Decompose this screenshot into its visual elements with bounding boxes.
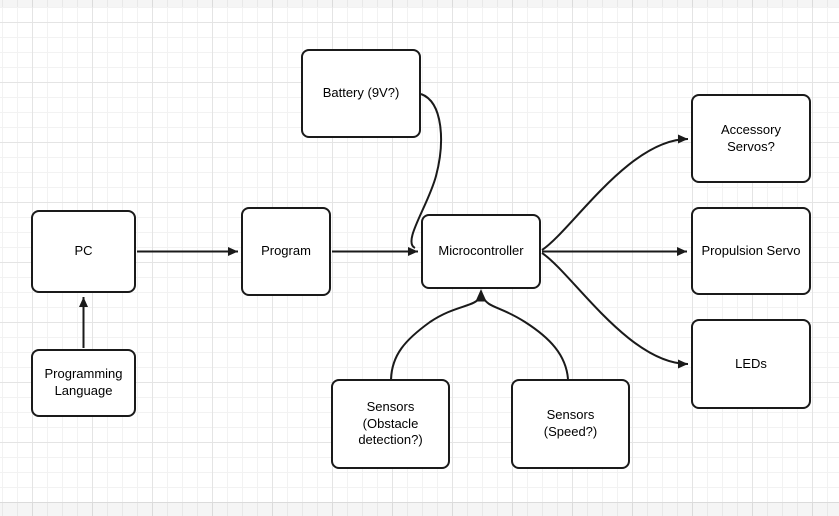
node-leds-label: LEDs [735,355,767,371]
node-pc-label: PC [74,243,93,259]
page-edge-bottom [0,502,839,516]
node-program[interactable]: Program [241,207,331,296]
node-propulsion-servo-label: Propulsion Servo [701,242,801,258]
node-battery-label: Battery (9V?) [322,85,400,101]
node-sensors-speed[interactable]: Sensors(Speed?) [511,379,630,469]
connector-microcontroller-leds[interactable] [541,252,689,369]
node-battery[interactable]: Battery (9V?) [301,49,421,138]
page-edge-top [0,0,839,7]
node-program-label: Program [261,243,311,259]
connector-sensors-speed-microcontroller[interactable] [482,296,569,380]
node-leds[interactable]: LEDs [691,319,811,409]
node-pc[interactable]: PC [31,210,136,293]
connector-microcontroller-accessory-servos[interactable] [541,134,689,251]
node-sensors-speed-label: Sensors(Speed?) [543,407,598,439]
node-propulsion-servo[interactable]: Propulsion Servo [691,207,811,295]
arrowhead-sensors-microcontroller [475,289,487,302]
connector-sensors-obstacle-microcontroller[interactable] [390,296,481,380]
node-microcontroller-label: Microcontroller [438,243,524,259]
node-microcontroller[interactable]: Microcontroller [421,214,541,289]
